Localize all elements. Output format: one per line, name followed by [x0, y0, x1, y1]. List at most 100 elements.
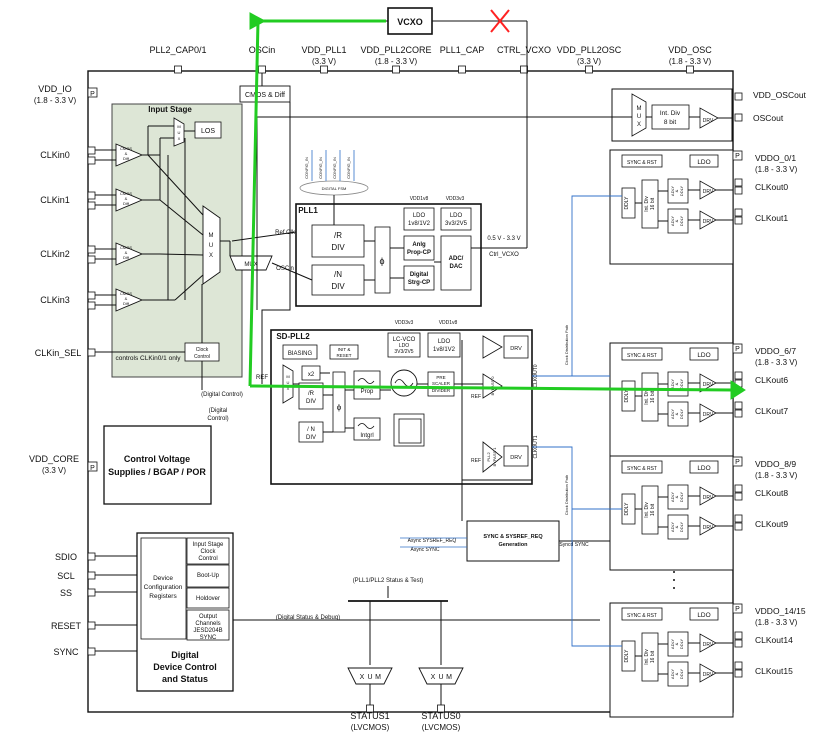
- right-pad: [734, 401, 743, 410]
- pll1-r-div: [311, 224, 365, 258]
- buffer-text: CMOS: [120, 146, 132, 151]
- status-mux-letter: X: [431, 674, 436, 681]
- ddly-label: DDLY: [624, 389, 630, 403]
- buffer-text: Diff: [123, 255, 130, 260]
- digital-cp-label: Digital: [410, 272, 429, 278]
- top-pin-pad: [174, 65, 182, 74]
- sync-rst-block: [621, 154, 663, 168]
- pll1-title: PLL1: [298, 206, 318, 215]
- ddc-item-label: Boot-Up: [197, 573, 220, 579]
- top-pin-pad: [458, 65, 466, 74]
- oscout-mux: [631, 93, 647, 137]
- oscout-mux-letter: X: [637, 122, 641, 128]
- adly-label: &: [674, 525, 679, 528]
- channel-div-label: Int. Div: [644, 389, 650, 405]
- p-label: P: [90, 91, 95, 98]
- mux-letter: X: [287, 386, 290, 391]
- channel-drv-label: DRV: [703, 189, 714, 195]
- buffer-text: Diff: [123, 301, 130, 306]
- intgrl-label: Intgrl: [360, 433, 373, 439]
- clkin-pad: [87, 156, 96, 165]
- sync-label: SYNC & SYSREF_REQ: [483, 534, 543, 540]
- adly-label: ADLY: [670, 669, 675, 679]
- ref-label: REF: [471, 394, 481, 400]
- ctrl-pin-pad: [87, 552, 96, 561]
- clock-control-label: Control: [194, 354, 210, 360]
- ldo-tag: VDD3v3: [446, 196, 465, 202]
- clkin-pad: [87, 191, 96, 200]
- top-pin-label: VDD_PLL1: [301, 45, 346, 55]
- pre-divider-label: PRE: [436, 375, 445, 380]
- top-pin-label: VDD_PLL2CORE: [360, 45, 431, 55]
- right-pad: [734, 492, 743, 501]
- digital-control-label: Control): [207, 416, 228, 422]
- status-mux-letter: M: [375, 674, 381, 681]
- clkin-pad: [87, 146, 96, 155]
- adly-label: &: [674, 219, 679, 222]
- clkin-sel-pad: [87, 348, 96, 357]
- pll1-phase-detector: [374, 226, 391, 294]
- x2-label: x2: [308, 372, 315, 378]
- right-pad: [734, 514, 743, 523]
- analog-cp-block: [403, 235, 435, 261]
- vdd-core-label: VDD_CORE: [29, 454, 79, 464]
- pll2-drv-0: [503, 335, 529, 359]
- channel-ldo-label: LDO: [697, 612, 710, 619]
- cmos-diff-block: [239, 85, 291, 103]
- channel-div-label: 16 bit: [650, 503, 656, 516]
- control-voltage-block: [103, 425, 212, 505]
- channel-div-block: [641, 179, 659, 229]
- clock-dist-label: Clock Distribution Path: [564, 325, 569, 365]
- ctrl-pin-label: SYNC: [53, 647, 79, 657]
- config-reg-label: Configuration: [144, 584, 183, 591]
- device-config-registers: [140, 537, 187, 640]
- clock-dist-wire: [532, 446, 622, 647]
- input-mux-letter: U: [209, 243, 213, 249]
- analog-cp-label: Anlg: [412, 242, 426, 248]
- status-mux: [418, 667, 464, 685]
- right-pad: [734, 639, 743, 648]
- sync-rst-block: [621, 347, 663, 361]
- top-pin-pad: [392, 65, 400, 74]
- init-reset-label: INIT &: [338, 347, 351, 352]
- vddo-label: VDDO_0/1: [755, 153, 796, 163]
- digital-cp-label: Strg-CP: [408, 280, 430, 286]
- config-in-label: CONFIG_IN: [346, 157, 351, 179]
- pre-divider-block: [427, 371, 455, 397]
- oscout-drv-label: DRV: [703, 118, 714, 124]
- input-mux-letter: X: [209, 253, 213, 259]
- channel-div-block: [641, 372, 659, 422]
- p-box: [732, 456, 743, 467]
- digital-fsm-label: DIGITAL FSM: [322, 186, 347, 191]
- syncd-sync-label: Syncd SYNC: [559, 542, 589, 548]
- mux-letter: U: [287, 380, 290, 385]
- small-mux-letter: X: [178, 136, 181, 141]
- input-buffer: [115, 188, 144, 212]
- channel-div-block: [641, 485, 659, 535]
- ctrl-pin-label: SCL: [57, 571, 75, 581]
- top-pin-sub: (1.8 - 3.3 V): [375, 57, 418, 66]
- red-x-mark: [490, 9, 510, 33]
- ddc-item-label: JESD204B: [193, 628, 222, 634]
- adly-label: DDLY: [679, 408, 684, 419]
- vddo-label: VDDO_6/7: [755, 346, 796, 356]
- ldo-tag: VDD1v8: [439, 320, 458, 326]
- ldo-tag: VDD3v3: [395, 320, 414, 326]
- channel-ldo-block: [689, 460, 719, 474]
- vddo-label: VDDO_14/15: [755, 606, 806, 616]
- pll1-voltage-label: 0.5 V - 3.3 V: [487, 236, 520, 242]
- right-pad: [734, 631, 743, 640]
- sync-sysref-block: [466, 520, 560, 562]
- adly-label: ADLY: [670, 409, 675, 419]
- clkin-pad: [87, 245, 96, 254]
- route: [147, 154, 204, 216]
- top-pin-sub: (3.3 V): [577, 57, 601, 66]
- r-div-label: DIV: [306, 399, 316, 405]
- vddo-sub: (1.8 - 3.3 V): [755, 471, 798, 480]
- adly-label: DDLY: [679, 638, 684, 649]
- lc-vco-label: 3V3/2V5: [394, 349, 413, 355]
- adly-label: ADLY: [670, 492, 675, 502]
- adly-label: DDLY: [679, 185, 684, 196]
- vddo-sub: (1.8 - 3.3 V): [755, 358, 798, 367]
- status-pin-label: STATUS1: [350, 711, 389, 721]
